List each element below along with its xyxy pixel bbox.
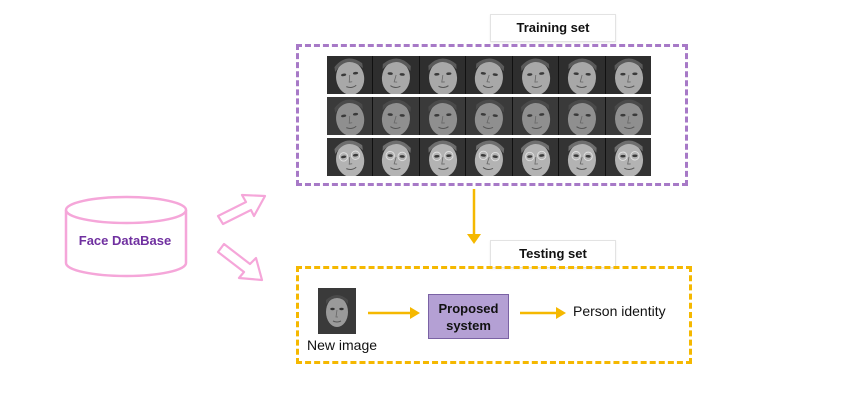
training-row-3 <box>327 138 651 176</box>
face-subject1-5 <box>512 56 560 94</box>
face-subject3-3 <box>419 138 467 176</box>
arrow-to-training-icon <box>216 193 267 226</box>
proposed-line-2: system <box>446 317 491 333</box>
face-subject2-1 <box>327 97 374 135</box>
testing-set-title: Testing set <box>490 240 616 268</box>
face-subject3-1 <box>327 138 374 176</box>
database-arrows <box>216 193 267 282</box>
training-row-1 <box>327 56 651 94</box>
face-subject2-3 <box>419 97 467 135</box>
face-subject2-2 <box>373 97 420 135</box>
face-subject2-4 <box>466 97 513 135</box>
person-identity-label: Person identity <box>573 303 666 319</box>
database-label: Face DataBase <box>78 233 172 248</box>
training-set-title: Training set <box>490 14 616 42</box>
proposed-line-1: Proposed <box>438 300 499 316</box>
face-subject3-7 <box>605 138 651 176</box>
face-subject1-7 <box>605 56 651 94</box>
testing-flow-arrows <box>368 307 566 319</box>
face-subject1-6 <box>559 56 606 94</box>
new-image-label: New image <box>307 337 378 353</box>
face-subject2-5 <box>512 97 560 135</box>
face-subject3-5 <box>512 138 560 176</box>
training-row-2 <box>327 97 651 135</box>
face-subject3-4 <box>466 138 513 176</box>
training-set-frame <box>296 44 688 186</box>
testing-set-frame <box>296 266 692 364</box>
face-subject1-3 <box>419 56 467 94</box>
proposed-system-box: Proposed system <box>428 294 509 339</box>
training-to-testing-arrow <box>467 189 481 244</box>
face-subject1-2 <box>373 56 420 94</box>
arrow-to-testing-icon <box>216 242 264 282</box>
face-subject1-1 <box>327 56 374 94</box>
database-cylinder-icon <box>64 195 188 278</box>
face-subject3-6 <box>559 138 606 176</box>
new-face-image <box>318 288 356 334</box>
arrow-to-identity-icon <box>520 307 566 319</box>
face-subject2-6 <box>559 97 606 135</box>
face-subject3-2 <box>373 138 420 176</box>
face-subject1-4 <box>466 56 513 94</box>
arrow-to-proposed-icon <box>368 307 420 319</box>
face-subject2-7 <box>605 97 651 135</box>
